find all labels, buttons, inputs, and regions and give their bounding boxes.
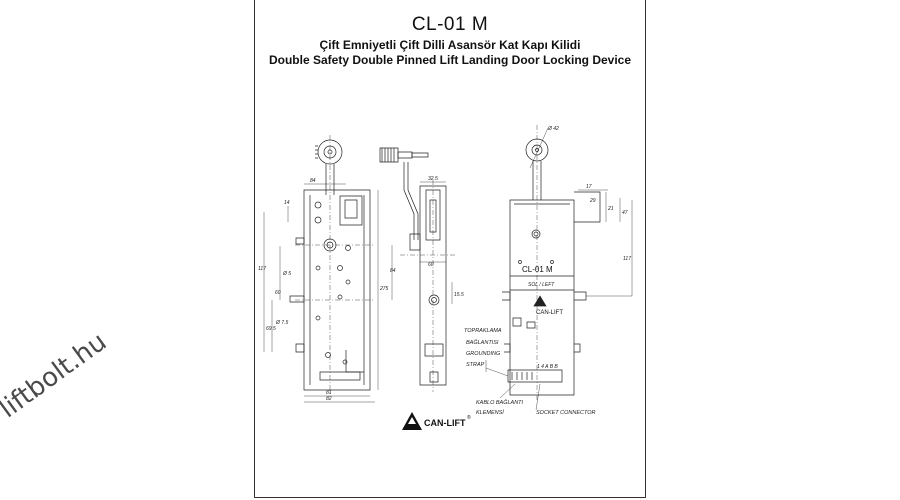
dim-17: 17 bbox=[586, 184, 592, 190]
dim-81: 81 bbox=[326, 390, 332, 396]
grounding-tr-1: TOPRAKLAMA bbox=[464, 328, 502, 334]
grounding-tr-2: BAĞLANTISI bbox=[466, 339, 499, 346]
back-plate bbox=[509, 199, 575, 396]
brand-name: CAN-LIFT bbox=[424, 418, 466, 428]
document-subtitle-en: Double Safety Double Pinned Lift Landing… bbox=[268, 53, 632, 67]
dim-29: 29 bbox=[589, 198, 596, 204]
dim-15-5: 15.5 bbox=[454, 292, 464, 298]
dim-diam-42: Ø 42 bbox=[547, 126, 559, 132]
dim-84-side: 84 bbox=[390, 268, 396, 274]
dim-82: 82 bbox=[326, 396, 332, 402]
adjustment-knob bbox=[379, 147, 399, 163]
dim-32-5: 32.5 bbox=[428, 176, 438, 182]
dim-84-top: 84 bbox=[310, 178, 316, 184]
dim-117-left: 117 bbox=[258, 266, 266, 272]
device-brand-label: CAN-LIFT bbox=[536, 310, 563, 316]
dim-diam-5: Ø 5 bbox=[282, 271, 291, 277]
document-subtitle-tr: Çift Emniyetli Çift Dilli Asansör Kat Ka… bbox=[319, 38, 581, 52]
dim-14-left: 14 bbox=[284, 200, 290, 206]
dim-21: 21 bbox=[607, 206, 614, 212]
dim-275: 275 bbox=[379, 286, 389, 292]
dim-60: 60 bbox=[275, 290, 281, 296]
dim-69-5: 69.5 bbox=[266, 326, 276, 332]
dim-47: 47 bbox=[622, 210, 628, 216]
model-label: CL-01 M bbox=[522, 265, 553, 274]
cable-tr-2: KLEMENSİ bbox=[476, 409, 504, 416]
dim-117-right: 117 bbox=[623, 256, 631, 262]
front-view bbox=[263, 135, 379, 403]
terminal-numbers: 1 4 A B B bbox=[537, 364, 558, 370]
side-view bbox=[379, 147, 455, 392]
dim-60-side: 60 bbox=[428, 262, 434, 268]
socket-connector bbox=[507, 369, 563, 383]
can-lift-logo: CAN-LIFT ® bbox=[402, 412, 471, 430]
grounding-en-1: GROUNDING bbox=[466, 351, 501, 357]
drawing-sheet: CL-01 M Çift Emniyetli Çift Dilli Asansö… bbox=[254, 0, 646, 498]
sol-left-label: SOL / LEFT bbox=[528, 282, 555, 288]
document-title: CL-01 M bbox=[411, 14, 489, 35]
brand-registered: ® bbox=[467, 414, 471, 421]
dim-diam-7-5: Ø 7.5 bbox=[275, 320, 288, 326]
cable-tr-1: KABLO BAĞLANTI bbox=[476, 399, 524, 406]
back-view bbox=[485, 125, 633, 411]
socket-en: SOCKET CONNECTOR bbox=[536, 410, 596, 416]
main-plate bbox=[303, 189, 371, 391]
grounding-en-2: STRAP bbox=[466, 362, 485, 368]
